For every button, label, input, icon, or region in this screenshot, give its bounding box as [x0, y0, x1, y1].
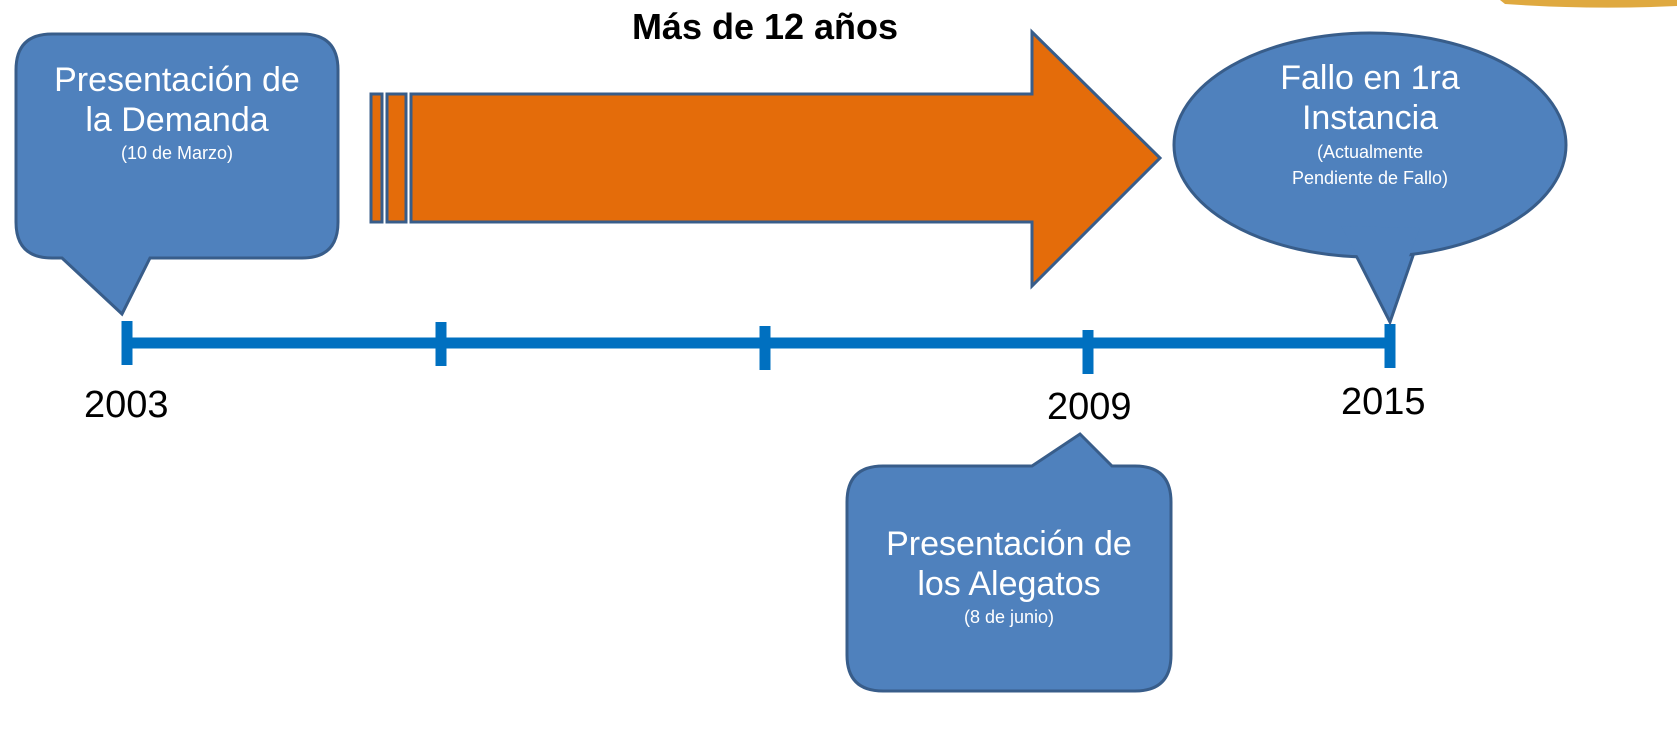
- alegatos-line1: Presentación de: [886, 525, 1132, 563]
- year-label-2009: 2009: [1047, 386, 1132, 428]
- callout-alegatos-text: Presentación de los Alegatos (8 de junio…: [847, 524, 1171, 631]
- callout-fallo-pointer-cover: [1341, 226, 1420, 310]
- year-label-2003: 2003: [84, 384, 169, 426]
- callout-demanda-text: Presentación de la Demanda (10 de Marzo): [16, 60, 338, 167]
- fallo-note-line2: Pendiente de Fallo): [1291, 168, 1449, 189]
- year-label-2015: 2015: [1341, 381, 1426, 423]
- duration-arrow: [409, 28, 1163, 290]
- duration-title: Más de 12 años: [631, 6, 899, 47]
- alegatos-line2: los Alegatos: [917, 565, 1101, 604]
- callout-demanda: [14, 32, 340, 317]
- callout-alegatos: [845, 432, 1173, 693]
- demanda-note: (10 de Marzo): [120, 143, 234, 164]
- demanda-line1: Presentación de: [54, 61, 300, 99]
- fallo-line1: Fallo en 1ra: [1280, 59, 1460, 97]
- corner-accent: [1500, 0, 1677, 8]
- callout-fallo-text: Fallo en 1ra Instancia (Actualmente Pend…: [1200, 58, 1540, 190]
- arrow-tail-strip-2: [385, 92, 408, 224]
- alegatos-note: (8 de junio): [963, 607, 1055, 628]
- arrow-tail-strip-1: [369, 92, 384, 224]
- fallo-note-line1: (Actualmente: [1316, 142, 1424, 163]
- demanda-line2: la Demanda: [85, 101, 269, 140]
- fallo-line2: Instancia: [1301, 99, 1439, 138]
